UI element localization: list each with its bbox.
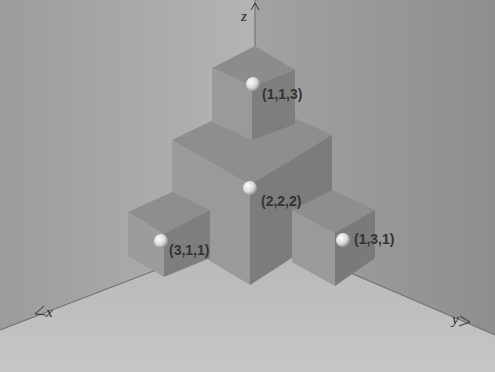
x-arrow: [35, 306, 46, 315]
point-label: (3,1,1): [169, 242, 209, 258]
sphere: [154, 234, 168, 248]
cube-311: [128, 192, 210, 277]
y-arrow: [459, 316, 470, 326]
point-label: (1,1,3): [262, 86, 302, 102]
axis-label: y: [452, 311, 459, 327]
point-label: (2,2,2): [261, 193, 301, 209]
sphere: [243, 181, 257, 195]
axis-label: x: [46, 304, 53, 320]
z-arrow: [251, 3, 259, 10]
sphere: [336, 233, 350, 247]
point-label: (1,3,1): [354, 231, 394, 247]
sphere: [246, 77, 260, 91]
axis-label: z: [241, 8, 247, 24]
